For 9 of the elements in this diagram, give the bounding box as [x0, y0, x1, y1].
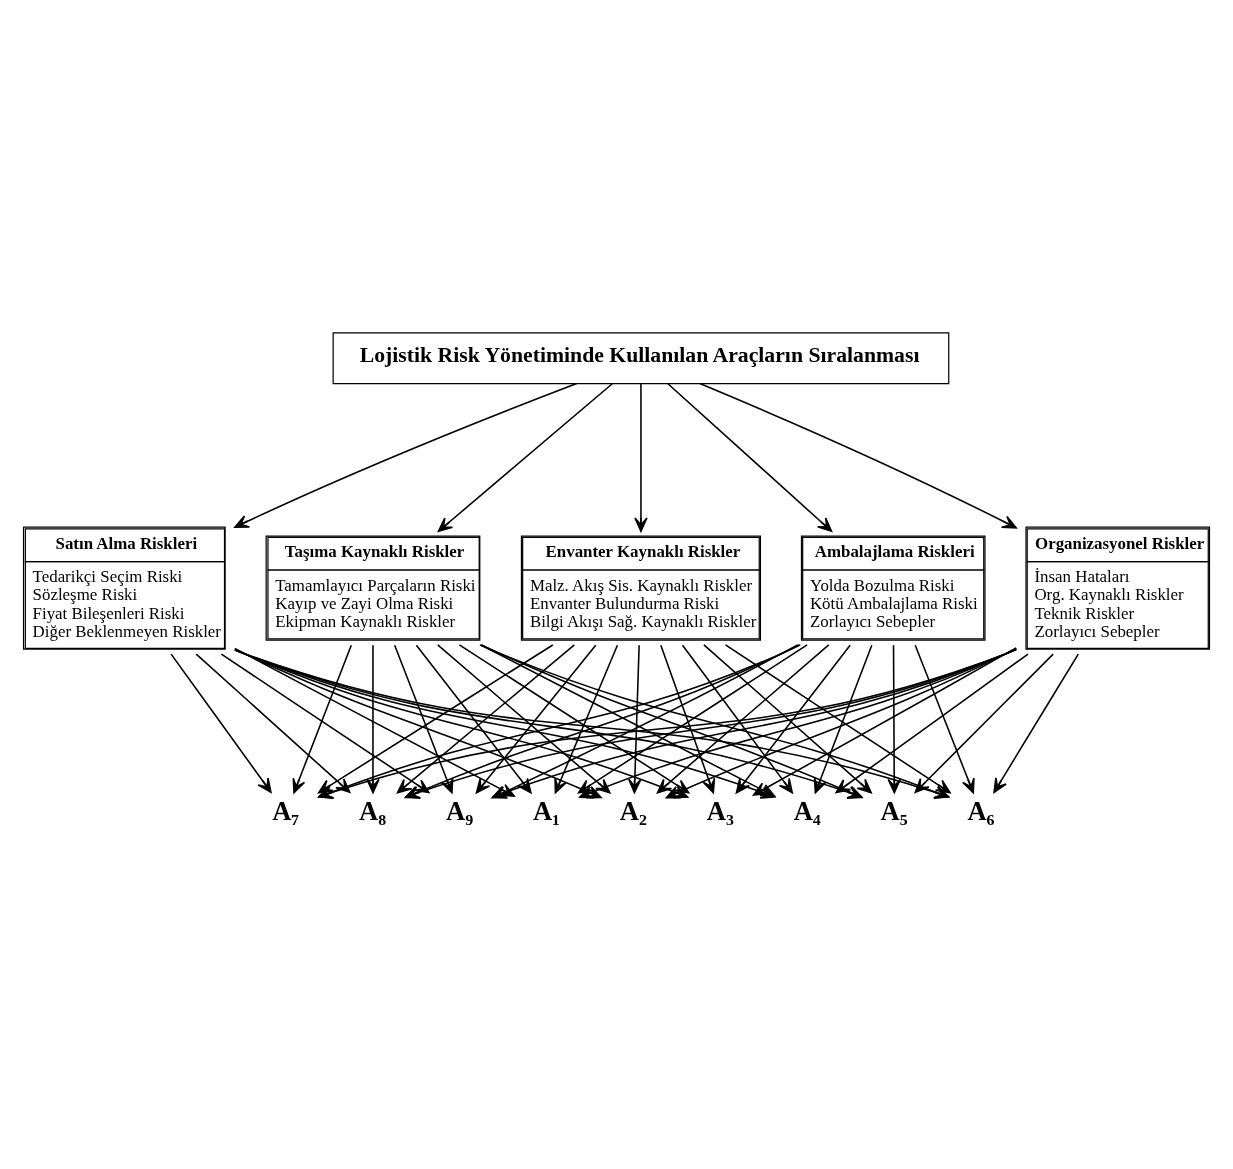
node-text: A₉ — [446, 796, 474, 826]
node-text: A₈ — [359, 796, 387, 826]
node-text: A₅ — [880, 796, 908, 826]
node-text: A₄ — [793, 796, 821, 826]
node-text: A₃ — [706, 796, 734, 826]
node-text: A₂ — [619, 796, 647, 826]
node-text: A₆ — [967, 796, 995, 826]
node-text: A₇ — [272, 796, 300, 826]
node-text: A₁ — [532, 796, 561, 826]
